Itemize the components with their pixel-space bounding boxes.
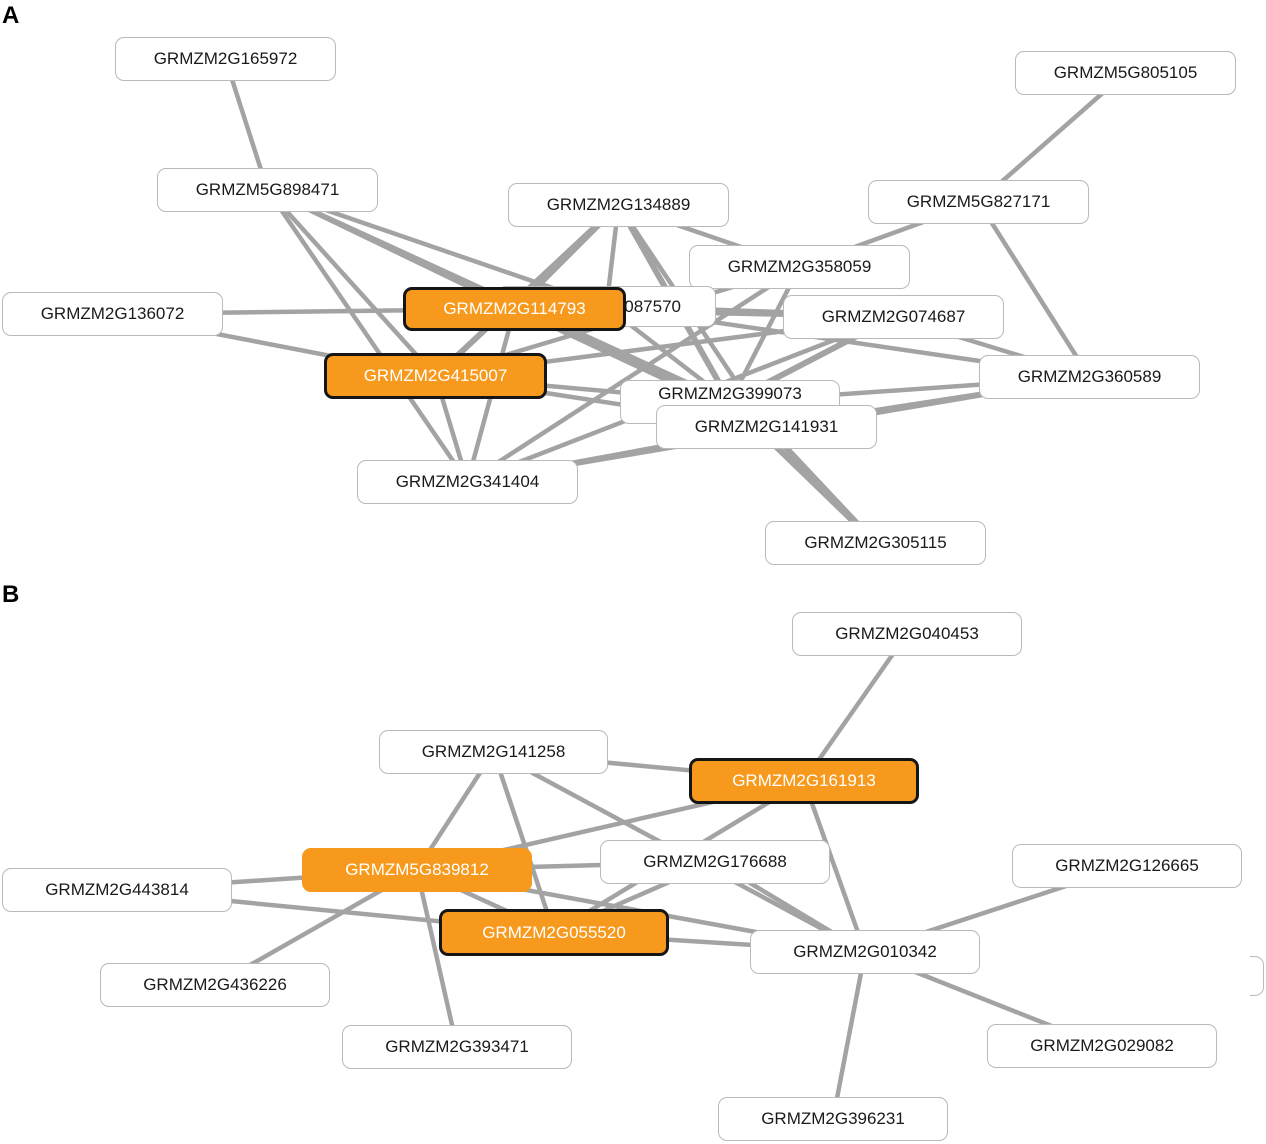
- edge-b9-b13: [830, 951, 868, 1120]
- edge-b4-b11: [414, 869, 460, 1048]
- gene-node-grmzm2g176688: GRMZM2G176688: [600, 840, 830, 884]
- gene-node-grmzm2g114793: GRMZM2G114793: [403, 287, 626, 331]
- gene-node-grmzm2g165972: GRMZM2G165972: [115, 37, 336, 81]
- gene-node-grmzm2g360589: GRMZM2G360589: [979, 355, 1200, 399]
- gene-node-grmzm2g141258: GRMZM2G141258: [379, 730, 608, 774]
- gene-node-grmzm5g898471: GRMZM5G898471: [157, 168, 378, 212]
- panel-a-label: A: [2, 2, 20, 29]
- gene-node-grmzm2g136072: GRMZM2G136072: [2, 292, 223, 336]
- gene-node-grmzm2g393471: GRMZM2G393471: [342, 1025, 572, 1069]
- edge-a5-a12: [976, 200, 1092, 379]
- gene-node-grmzm5g805105: GRMZM5G805105: [1015, 51, 1236, 95]
- edge-b2-b8: [491, 751, 557, 934]
- edge-b1-b3: [802, 632, 909, 783]
- gene-node-grmzm2g399073: GRMZM2G399073: [620, 380, 840, 424]
- gene-node-grmzm2g396231: GRMZM2G396231: [718, 1097, 948, 1141]
- gene-node-grmzm2g040453: GRMZM2G040453: [792, 612, 1022, 656]
- edge-a6-a15: [466, 265, 801, 484]
- gene-node-grmzm2g341404: GRMZM2G341404: [357, 460, 578, 504]
- edge-b3-b9: [801, 780, 868, 953]
- gene-node-grmzm2g415007: GRMZM2G415007: [324, 353, 547, 399]
- gene-node-grmzm5g839812: GRMZM5G839812: [302, 848, 532, 892]
- gene-node-grmzm5g827171: GRMZM5G827171: [868, 180, 1089, 224]
- gene-node-grmzm2g436226: GRMZM2G436226: [100, 963, 330, 1007]
- edge-a3-a15: [265, 188, 470, 484]
- edge-a3-a11: [265, 188, 438, 378]
- gene-node-grmzm2g141931: GRMZM2G141931: [656, 405, 877, 449]
- gene-node-grmzm2g055520: GRMZM2G055520: [439, 909, 669, 956]
- gene-node-grmzm2g029082: GRMZM2G029082: [987, 1024, 1217, 1068]
- gene-node-grmzm2g443814: GRMZM2G443814: [2, 868, 232, 912]
- gene-node-grmzm2g305115: GRMZM2G305115: [765, 521, 986, 565]
- gene-node-grmzm2g074687: GRMZM2G074687: [783, 295, 1004, 339]
- gene-node-grmzm2g161913: GRMZM2G161913: [689, 758, 919, 804]
- gene-node-grmzm2g010342: GRMZM2G010342: [750, 930, 980, 974]
- panel-b-label: B: [2, 581, 20, 608]
- gene-node-grmzm2g126665: GRMZM2G126665: [1012, 844, 1242, 888]
- gene-node-grmzm2g358059: GRMZM2G358059: [689, 245, 910, 289]
- gene-node-grmzm2g134889: GRMZM2G134889: [508, 183, 729, 227]
- gene-node-partial: [1250, 956, 1264, 996]
